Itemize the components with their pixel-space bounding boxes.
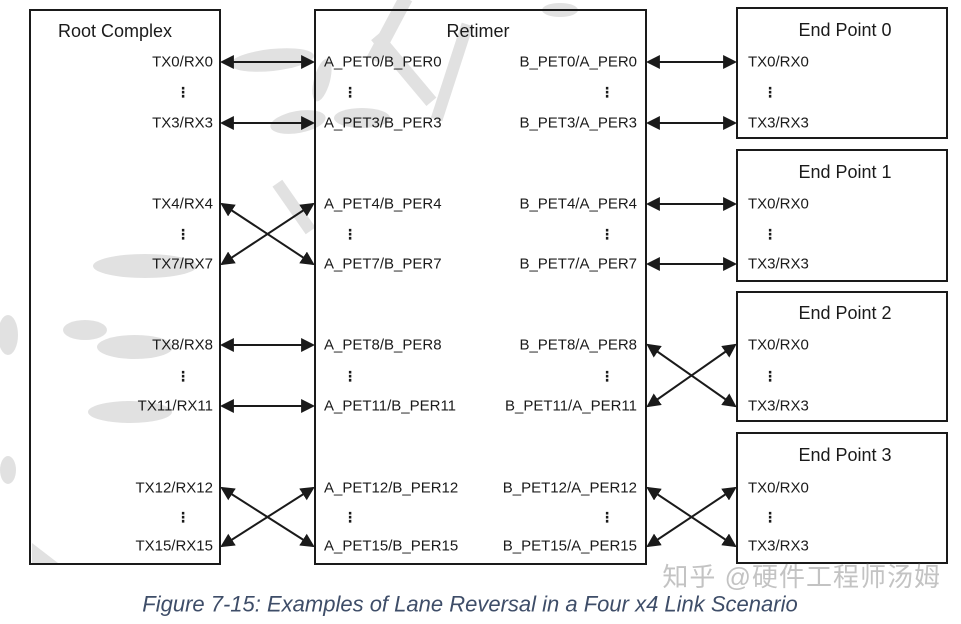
smudge-artifact	[312, 58, 332, 102]
retimer-b-port-label: B_PET3/A_PER3	[519, 115, 637, 132]
retimer-a-port-label: A_PET7/B_PER7	[324, 256, 442, 273]
vertical-ellipsis: ⋮	[600, 509, 614, 525]
vertical-ellipsis: ⋮	[343, 226, 357, 242]
ep-port-label: TX0/RX0	[748, 196, 809, 213]
retimer-b-port-label: B_PET12/A_PER12	[503, 480, 637, 497]
link-rc-retimer-lane15-crossed	[220, 486, 315, 548]
ep-port-label: TX3/RX3	[748, 256, 809, 273]
links-rc-retimer	[219, 55, 316, 548]
vertical-ellipsis: ⋮	[176, 509, 190, 525]
ep-port-label: TX3/RX3	[748, 398, 809, 415]
retimer-b-port-label: B_PET8/A_PER8	[519, 337, 637, 354]
retimer-a-port-label: A_PET15/B_PER15	[324, 538, 458, 555]
end-point-0-title: End Point 0	[798, 20, 891, 40]
vertical-ellipsis: ⋮	[600, 226, 614, 242]
ep-port-label: TX0/RX0	[748, 480, 809, 497]
end-point-2-title: End Point 2	[798, 303, 891, 323]
rc-port-label: TX8/RX8	[152, 337, 213, 354]
smudge-artifact	[371, 31, 437, 107]
retimer-a-port-label: A_PET12/B_PER12	[324, 480, 458, 497]
end-point-0-box	[736, 7, 948, 139]
vertical-ellipsis: ⋮	[763, 84, 777, 100]
link-retimer-ep3-lane15-crossed	[646, 486, 737, 548]
ep-port-label: TX3/RX3	[748, 538, 809, 555]
watermark-text: 知乎 @硬件工程师汤姆	[662, 562, 941, 592]
vertical-ellipsis: ⋮	[176, 226, 190, 242]
rc-port-label: TX15/RX15	[135, 538, 213, 555]
retimer-a-port-label: A_PET3/B_PER3	[324, 115, 442, 132]
retimer-a-port-label: A_PET4/B_PER4	[324, 196, 442, 213]
retimer-a-port-label: A_PET11/B_PER11	[324, 398, 456, 415]
vertical-ellipsis: ⋮	[763, 226, 777, 242]
retimer-a-port-label: A_PET0/B_PER0	[324, 54, 442, 71]
end-point-1-box	[736, 149, 948, 282]
rc-port-label: TX7/RX7	[152, 256, 213, 273]
retimer-box	[314, 9, 647, 565]
retimer-b-port-label: B_PET0/A_PER0	[519, 54, 637, 71]
smudge-artifact	[93, 254, 197, 278]
figure-caption: Figure 7-15: Examples of Lane Reversal i…	[142, 592, 797, 617]
root-complex-box	[29, 9, 221, 565]
smudge-artifact	[0, 315, 18, 355]
vertical-ellipsis: ⋮	[763, 368, 777, 384]
vertical-ellipsis: ⋮	[600, 368, 614, 384]
ep-port-label: TX3/RX3	[748, 115, 809, 132]
ep-port-label: TX0/RX0	[748, 54, 809, 71]
smudge-artifact	[63, 320, 107, 340]
vertical-ellipsis: ⋮	[763, 509, 777, 525]
smudge-artifact	[88, 401, 172, 423]
smudge-artifact	[0, 456, 16, 484]
end-point-3-box	[736, 432, 948, 564]
retimer-b-port-label: B_PET15/A_PER15	[503, 538, 637, 555]
rc-port-label: TX11/RX11	[138, 398, 213, 415]
ep-port-label: TX0/RX0	[748, 337, 809, 354]
end-point-1-title: End Point 1	[798, 162, 891, 182]
vertical-ellipsis: ⋮	[343, 368, 357, 384]
retimer-b-port-label: B_PET4/A_PER4	[519, 196, 637, 213]
rc-port-label: TX0/RX0	[152, 54, 213, 71]
root-complex-title: Root Complex	[58, 21, 172, 41]
rc-port-label: TX12/RX12	[135, 480, 213, 497]
smudge-artifact	[230, 48, 314, 72]
retimer-b-port-label: B_PET11/A_PER11	[505, 398, 637, 415]
end-point-3-title: End Point 3	[798, 445, 891, 465]
smudge-artifact	[334, 108, 390, 128]
vertical-ellipsis: ⋮	[343, 84, 357, 100]
vertical-ellipsis: ⋮	[600, 84, 614, 100]
links-retimer-endpoints	[645, 55, 738, 548]
smudge-artifacts	[0, 0, 578, 563]
vertical-ellipsis: ⋮	[176, 368, 190, 384]
vertical-ellipsis: ⋮	[176, 84, 190, 100]
smudge-artifact	[32, 543, 58, 563]
link-retimer-ep2-lane11-crossed	[646, 343, 737, 408]
smudge-artifact	[97, 335, 173, 359]
vertical-ellipsis: ⋮	[343, 509, 357, 525]
retimer-b-port-label: B_PET7/A_PER7	[519, 256, 637, 273]
smudge-artifact	[430, 22, 474, 122]
end-point-2-box	[736, 291, 948, 422]
retimer-title: Retimer	[446, 21, 509, 41]
rc-port-label: TX4/RX4	[152, 196, 213, 213]
link-rc-retimer-lane7-crossed	[220, 202, 315, 266]
retimer-a-port-label: A_PET8/B_PER8	[324, 337, 442, 354]
rc-port-label: TX3/RX3	[152, 115, 213, 132]
